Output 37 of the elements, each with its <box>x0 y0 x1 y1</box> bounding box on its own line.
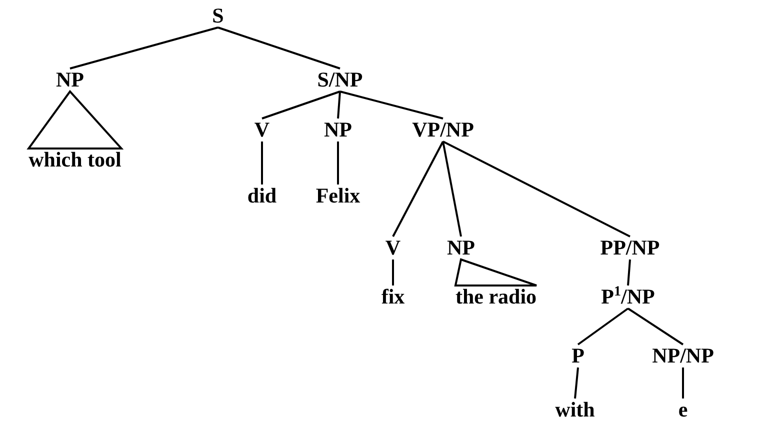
tree-branch <box>262 90 340 120</box>
tree-branch <box>261 142 263 184</box>
tree-branch <box>340 90 444 120</box>
tree-branch <box>337 91 341 119</box>
tree-branch <box>337 142 339 184</box>
tree-label: did <box>245 184 279 208</box>
tree-branch <box>627 308 684 346</box>
tree-label: P <box>570 344 586 368</box>
tree-label: P$^{1}$/NP <box>599 286 657 308</box>
tree-label: NP <box>445 236 477 260</box>
tree-label: fix <box>379 286 407 308</box>
tree-label: V <box>383 236 403 260</box>
tree-branch <box>70 26 218 70</box>
tree-label: S <box>210 4 226 28</box>
tree-label: S/NP <box>315 68 365 92</box>
tree-branch <box>442 140 630 238</box>
tree-label: the radio <box>453 286 539 308</box>
tree-label: NP <box>322 118 354 142</box>
tree-branch <box>627 259 631 286</box>
tree-branch <box>392 141 444 237</box>
tree-branch <box>682 368 684 398</box>
tree-branch <box>577 308 629 346</box>
tree-branch <box>574 367 579 399</box>
tree-label: NP <box>54 68 86 92</box>
tree-label: e <box>676 398 690 422</box>
triangle-branch <box>26 90 124 150</box>
tree-label: with <box>553 398 597 422</box>
tree-branch <box>392 260 394 286</box>
tree-label: NP/NP <box>650 344 716 368</box>
tree-label: which tool <box>26 148 124 172</box>
tree-label: V <box>252 118 272 142</box>
tree-branch <box>218 26 340 70</box>
tree-branch <box>442 141 462 237</box>
triangle-branch <box>454 258 538 286</box>
tree-label: VP/NP <box>410 118 476 142</box>
tree-label: Felix <box>314 184 362 208</box>
tree-label: PP/NP <box>598 236 662 260</box>
